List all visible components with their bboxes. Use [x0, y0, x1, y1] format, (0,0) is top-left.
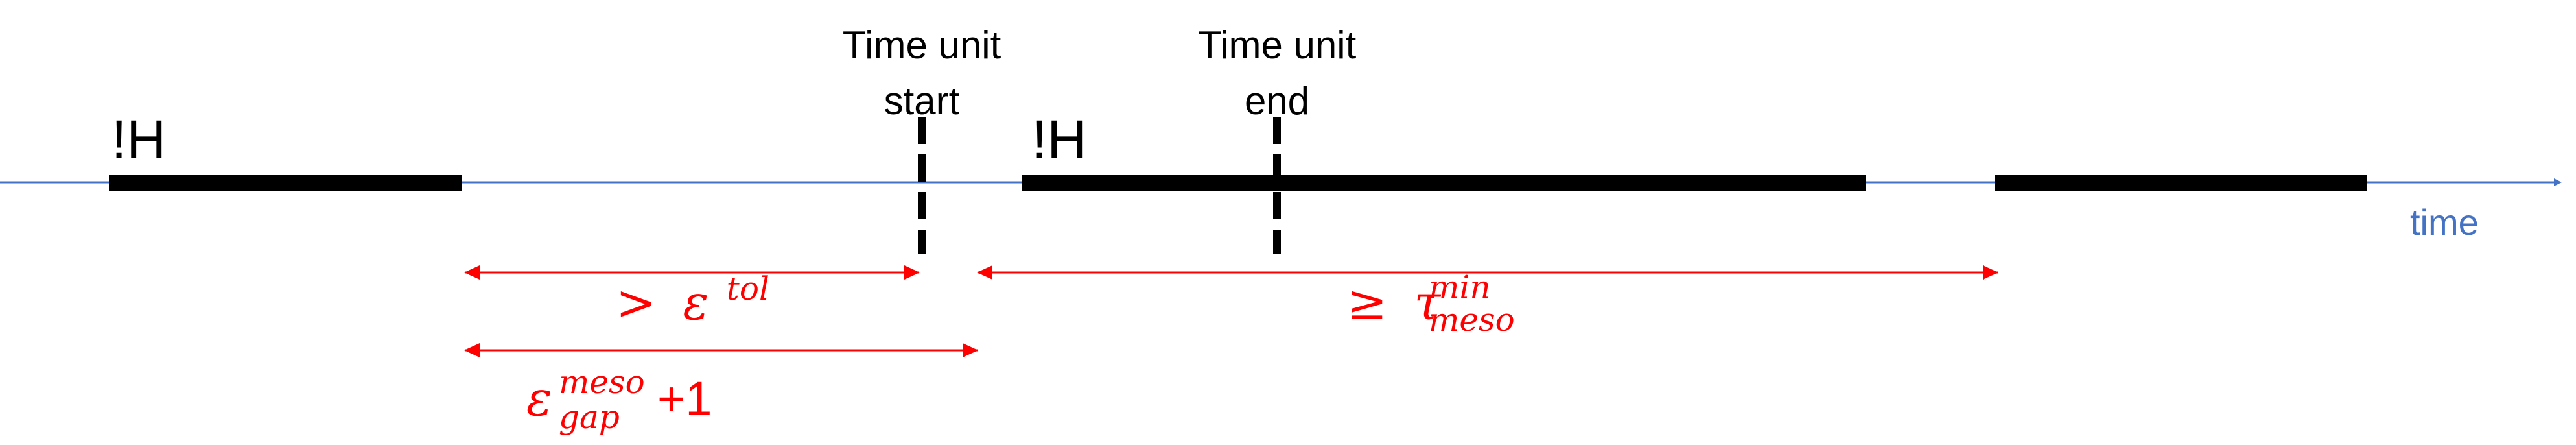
- time-unit-end-label-line1: Time unit: [1198, 23, 1357, 67]
- time-unit-end-label-line2: end: [1245, 79, 1309, 123]
- gap-subscript: gap: [559, 398, 620, 436]
- meso-subscript: meso: [1429, 301, 1515, 339]
- geq-symbol: ≥: [1347, 275, 1387, 331]
- tau-min-meso-label: ≥ τ: [1347, 275, 1442, 331]
- time-unit-start-label-line1: Time unit: [843, 23, 1001, 67]
- time-unit-start-label-line2: start: [884, 79, 960, 123]
- epsilon-symbol: ε: [683, 275, 709, 331]
- meso-superscript: meso: [559, 363, 645, 401]
- plus-one: +1: [657, 372, 712, 426]
- not-h-label-1: !H: [111, 109, 166, 170]
- not-h-segment-2: [1022, 175, 1866, 191]
- time-axis-label: time: [2410, 202, 2479, 243]
- tol-superscript: tol: [727, 270, 769, 307]
- not-h-segment-3: [1995, 175, 2367, 191]
- not-h-label-2: !H: [1032, 109, 1086, 170]
- not-h-segment-1: [109, 175, 462, 191]
- min-superscript: min: [1429, 269, 1491, 306]
- epsilon-gap-epsilon: ε: [526, 371, 552, 427]
- gt-symbol: >: [616, 275, 656, 331]
- epsilon-tol-label: > ε tol: [616, 270, 769, 331]
- tau-symbol: τ: [1414, 275, 1442, 331]
